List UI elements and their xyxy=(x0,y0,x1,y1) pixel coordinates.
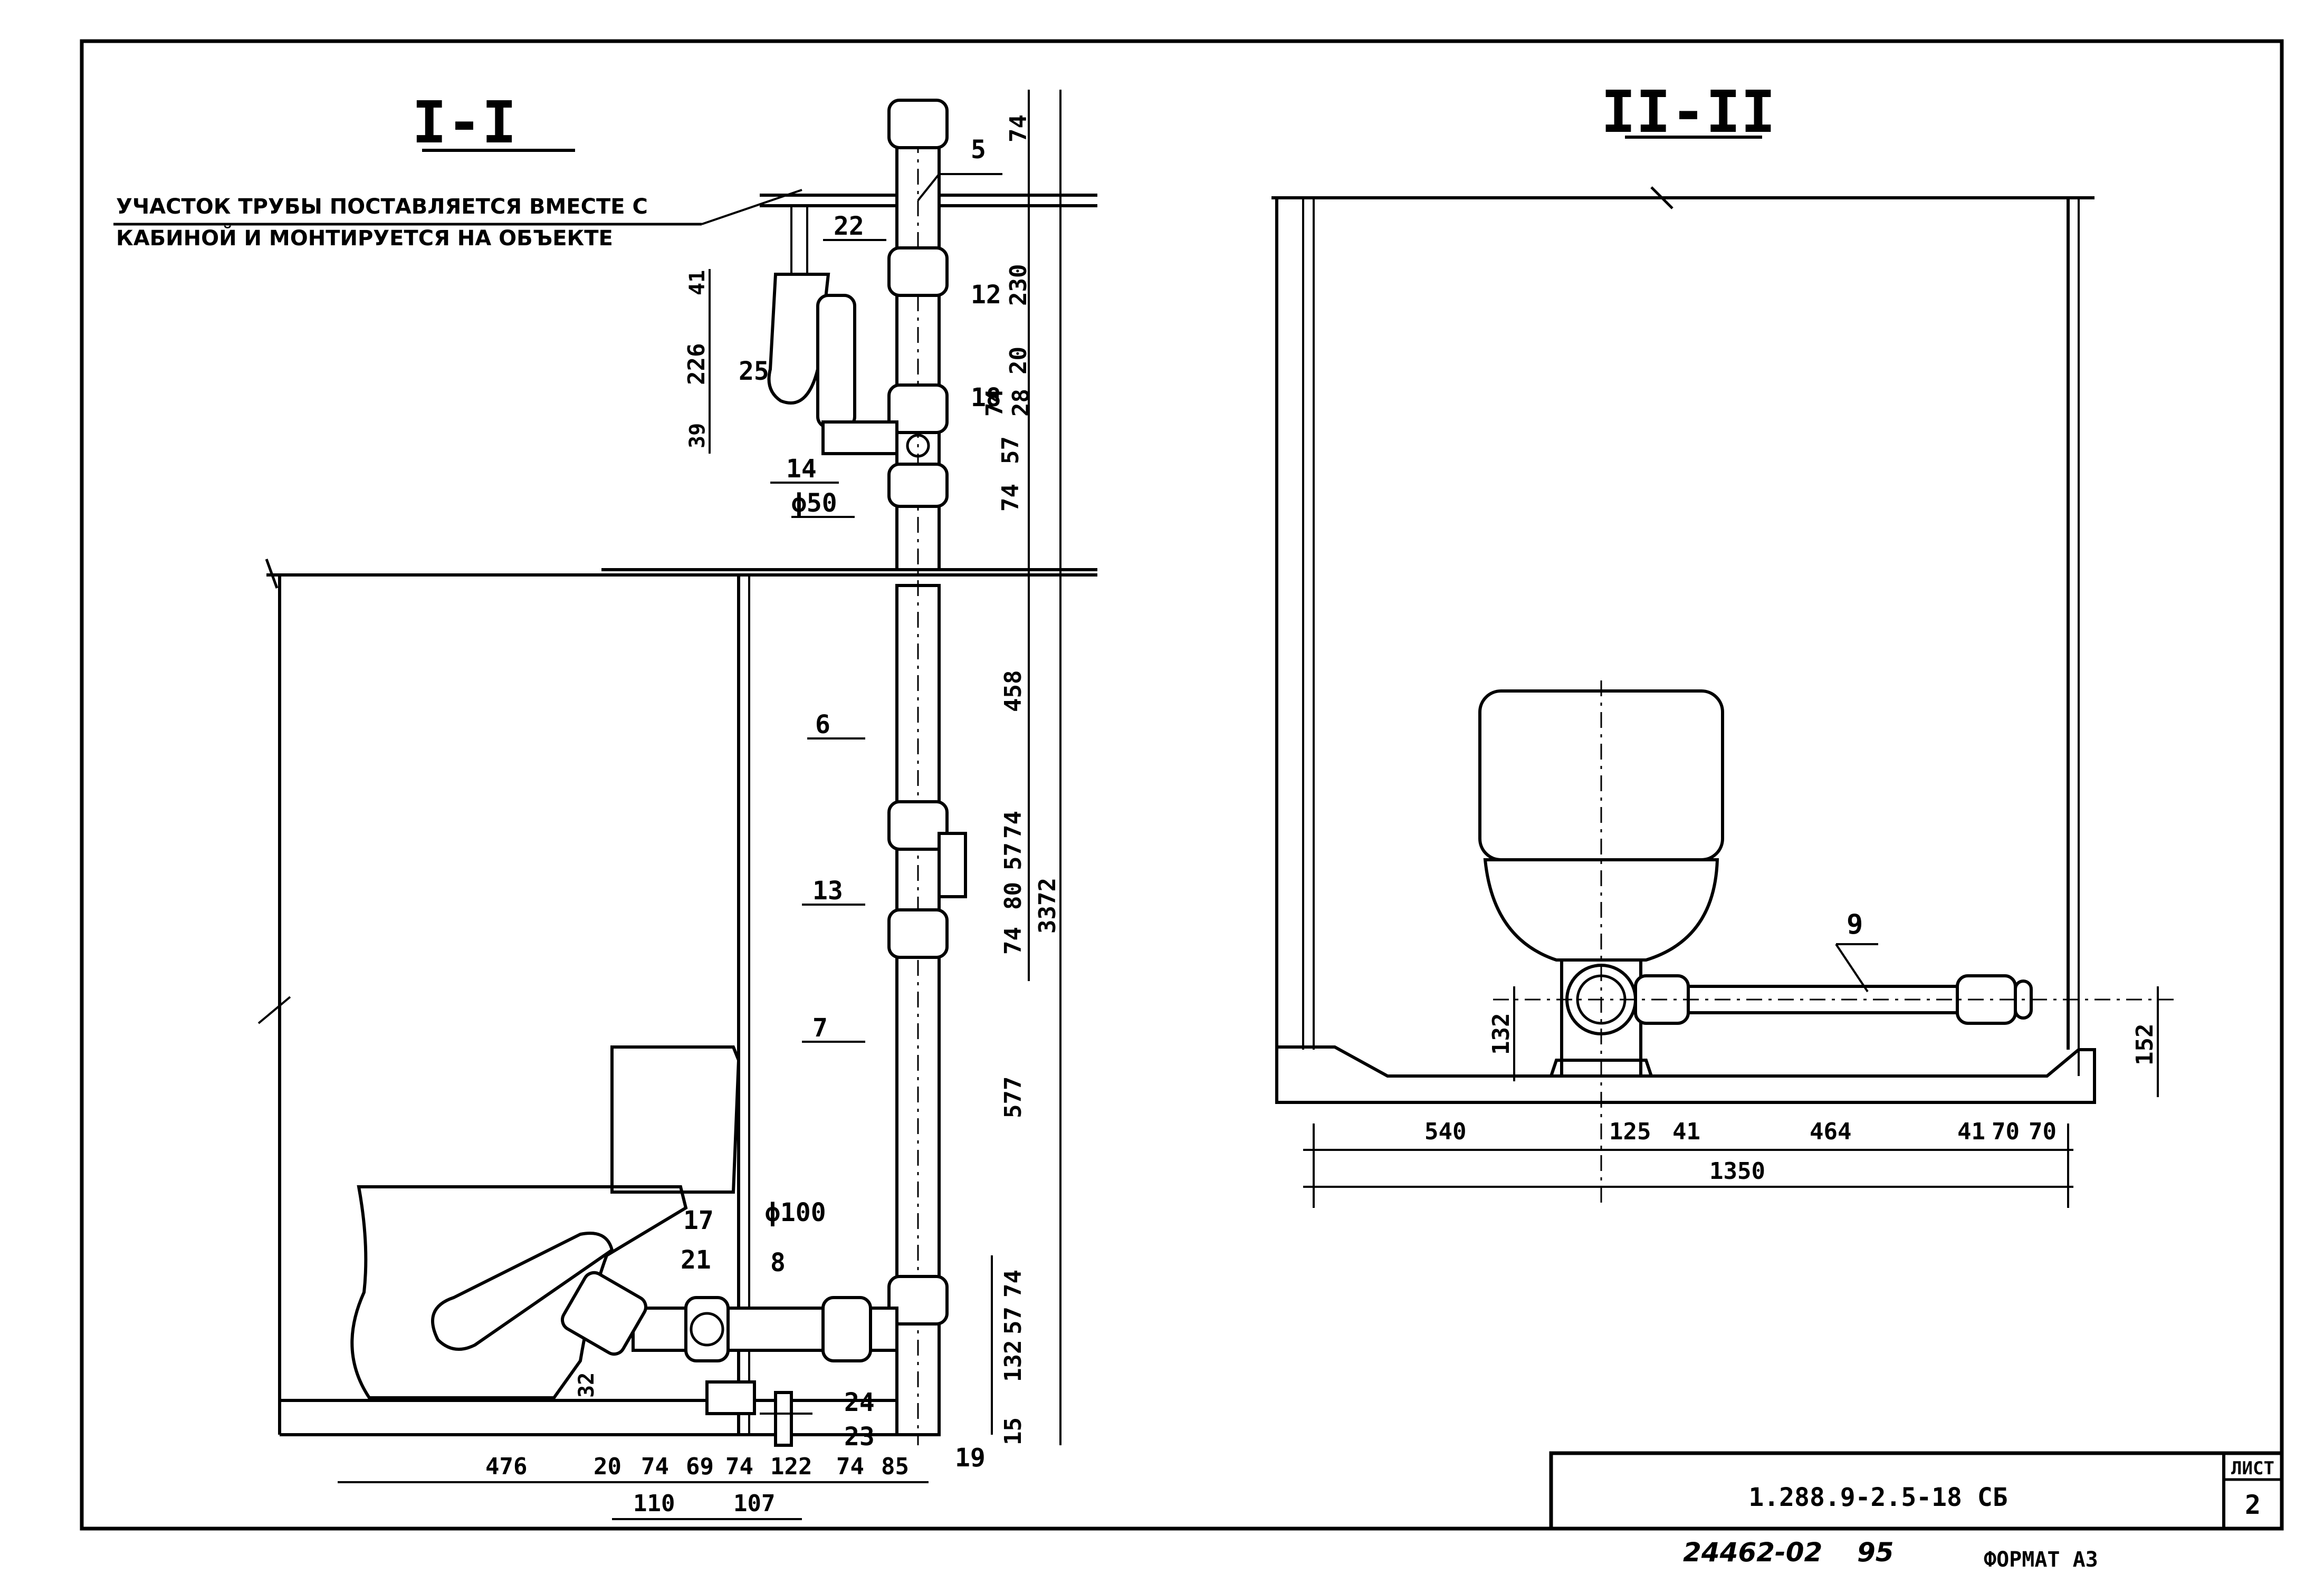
pos-17: 17 xyxy=(683,1206,714,1235)
dim-left-458: 458 xyxy=(1000,670,1027,712)
sheet-number: 2 xyxy=(2245,1490,2261,1520)
pos-diam-100: ϕ100 xyxy=(765,1198,826,1227)
pos-22: 22 xyxy=(834,212,864,241)
section-title-right: II-II xyxy=(1601,78,1775,146)
dim-left-39: 39 xyxy=(685,423,710,448)
dim-left-57b: 57 xyxy=(1000,842,1027,870)
pos-9: 9 xyxy=(1847,909,1863,940)
dim-left-3372: 3372 xyxy=(1034,878,1061,934)
riser-sockets xyxy=(887,99,949,1326)
dim-bottom-74a: 74 xyxy=(641,1453,669,1480)
dim-left-132: 132 xyxy=(1000,1340,1027,1382)
dim-left-74f: 74 xyxy=(1000,1270,1027,1298)
dim-left-74a: 74 xyxy=(1005,114,1032,142)
pos-21: 21 xyxy=(681,1245,711,1275)
dim-bottom-85: 85 xyxy=(881,1453,909,1480)
dim-left-74c: 74 xyxy=(997,484,1024,512)
dim-left-32: 32 xyxy=(575,1372,599,1398)
dim-bottom-74b: 74 xyxy=(725,1453,753,1480)
pos-7: 7 xyxy=(812,1013,828,1043)
dim-right-1350: 1350 xyxy=(1709,1158,1765,1185)
dim-bottom-107: 107 xyxy=(733,1490,775,1517)
dim-right-125: 125 xyxy=(1609,1118,1651,1145)
dim-right-132: 132 xyxy=(1488,1013,1515,1055)
pos-19: 19 xyxy=(955,1443,986,1473)
dim-bottom-110: 110 xyxy=(633,1490,675,1517)
pos-24: 24 xyxy=(844,1388,875,1417)
pos-8: 8 xyxy=(770,1248,786,1278)
dim-bottom-122: 122 xyxy=(770,1453,812,1480)
dim-left-28: 28 xyxy=(1008,389,1035,417)
dim-bottom-20: 20 xyxy=(594,1453,621,1480)
dim-right-41b: 41 xyxy=(1957,1118,1985,1145)
pos-14: 14 xyxy=(786,454,817,484)
pos-12: 12 xyxy=(971,280,1001,310)
dim-bottom-476: 476 xyxy=(485,1453,527,1480)
pos-18: 18 xyxy=(971,383,1001,412)
pos-23: 23 xyxy=(844,1422,875,1452)
drawing-code: 1.288.9-2.5-18 СБ xyxy=(1748,1483,2007,1512)
pos-25: 25 xyxy=(739,357,769,386)
dim-bottom-74c: 74 xyxy=(836,1453,864,1480)
siphon-trap xyxy=(767,273,830,405)
inventory-number: 24462-02 xyxy=(1683,1537,1822,1568)
dim-right-152: 152 xyxy=(2131,1024,2158,1065)
dim-right-70b: 70 xyxy=(2029,1118,2057,1145)
dim-left-20: 20 xyxy=(1005,347,1032,375)
supply-note-line2: КАБИНОЙ И МОНТИРУЕТСЯ НА ОБЪЕКТЕ xyxy=(116,225,613,251)
sheet-frame xyxy=(80,39,2284,1531)
title-block: 1.288.9-2.5-18 СБ ЛИСТ 2 xyxy=(1549,1451,2284,1531)
dim-left-41: 41 xyxy=(685,270,710,295)
dim-left-15: 15 xyxy=(1000,1417,1027,1445)
dim-left-74d: 74 xyxy=(1000,811,1027,839)
section-1-1: I-I УЧАСТОК ТРУБЫ ПОСТАВЛЯЕТСЯ ВМЕСТЕ С … xyxy=(113,89,1097,1520)
section-2-2: II-II 9 132 xyxy=(1271,78,2179,1208)
sheet-format: ФОРМАТ А3 xyxy=(1984,1548,2098,1572)
dim-right-70a: 70 xyxy=(1992,1118,2020,1145)
pos-6: 6 xyxy=(815,710,830,740)
dim-left-577: 577 xyxy=(1000,1077,1027,1118)
pos-diam-50: ϕ50 xyxy=(791,488,837,518)
dim-left-226: 226 xyxy=(683,343,710,385)
inventory-suffix: 95 xyxy=(1857,1537,1894,1568)
toilet-side-view xyxy=(350,1045,741,1399)
dim-right-464: 464 xyxy=(1810,1118,1851,1145)
dim-bottom-69: 69 xyxy=(686,1453,714,1480)
sheet-label: ЛИСТ xyxy=(2231,1458,2274,1479)
dim-left-230: 230 xyxy=(1005,264,1032,306)
dim-left-74b: 74 xyxy=(981,389,1008,417)
dim-left-80: 80 xyxy=(1000,882,1027,910)
section-title-left: I-I xyxy=(412,89,517,156)
pos-13: 13 xyxy=(812,876,843,906)
dim-right-540: 540 xyxy=(1424,1118,1466,1145)
dim-left-57a: 57 xyxy=(997,436,1024,464)
dim-left-74e: 74 xyxy=(1000,927,1027,955)
pos-5: 5 xyxy=(971,135,986,165)
supply-note-line1: УЧАСТОК ТРУБЫ ПОСТАВЛЯЕТСЯ ВМЕСТЕ С xyxy=(116,195,648,219)
dim-right-41a: 41 xyxy=(1672,1118,1700,1145)
dim-left-57c: 57 xyxy=(1000,1307,1027,1334)
